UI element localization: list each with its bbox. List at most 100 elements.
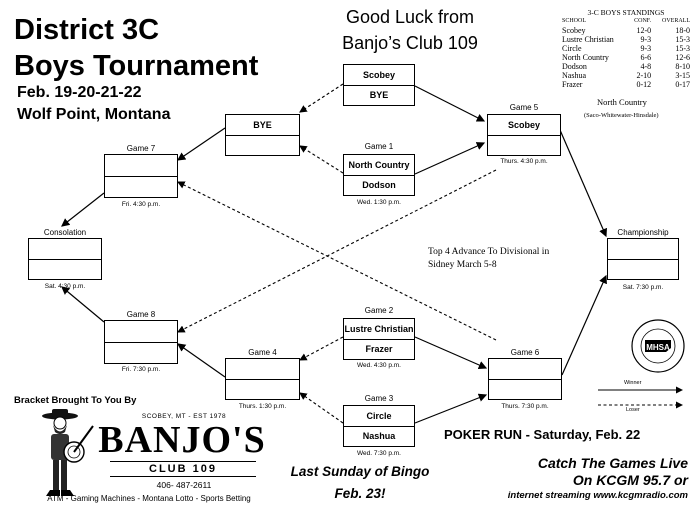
mhsa-logo: MHSA bbox=[630, 318, 686, 374]
game8-time: Fri. 7:30 p.m. bbox=[121, 366, 161, 373]
game4-label: Game 4 bbox=[248, 348, 277, 357]
team-slot bbox=[105, 176, 177, 197]
advance-note: Top 4 Advance To Divisional in Sidney Ma… bbox=[428, 246, 549, 272]
legend-winner: Winner bbox=[624, 380, 642, 386]
good-luck-line1: Good Luck from bbox=[345, 7, 475, 27]
winner-line bbox=[61, 192, 105, 227]
team-slot: Scobey bbox=[488, 115, 560, 136]
radio-line2: On KCGM 95.7 or bbox=[572, 472, 688, 488]
title-line2: Boys Tournament bbox=[14, 50, 259, 82]
team-slot bbox=[488, 135, 560, 155]
standings-title: 3-C BOYS STANDINGS bbox=[587, 8, 665, 17]
winner-line bbox=[61, 286, 105, 323]
game2-box: Lustre Christian Frazer bbox=[343, 318, 415, 360]
winner-line bbox=[561, 274, 607, 376]
team-slot: Frazer bbox=[365, 344, 393, 354]
tournament-location: Wolf Point, Montana bbox=[17, 106, 171, 123]
game6-box bbox=[488, 358, 562, 400]
game7-time: Fri. 4:30 p.m. bbox=[121, 201, 161, 208]
advance-note-line1: Top 4 Advance To Divisional in bbox=[428, 247, 550, 257]
standings-footnote-sub: (Saco-Whitewater-Hinsdale) bbox=[584, 112, 659, 119]
legend-loser: Loser bbox=[626, 407, 640, 413]
advance-note-line2: Sidney March 5-8 bbox=[428, 260, 497, 270]
team-slot bbox=[608, 239, 678, 260]
game6-time: Thurs. 7:30 p.m. bbox=[501, 403, 549, 410]
game4-time: Thurs. 1:30 p.m. bbox=[238, 403, 287, 410]
standings-col-overall: OVERALL bbox=[662, 18, 690, 24]
team-slot bbox=[608, 259, 678, 279]
game1-time: Wed. 1:30 p.m. bbox=[357, 199, 401, 206]
team-slot: BYE bbox=[226, 115, 299, 136]
consolation-label: Consolation bbox=[43, 228, 87, 237]
bracket-slot-scobey-bye: Scobey BYE bbox=[343, 64, 415, 106]
standings-col-conf: CONF. bbox=[634, 18, 652, 24]
game3-label: Game 3 bbox=[364, 394, 394, 403]
bingo-line2: Feb. 23! bbox=[334, 486, 386, 501]
tournament-dates: Feb. 19-20-21-22 bbox=[17, 84, 142, 101]
loser-line bbox=[299, 336, 344, 361]
standings-col-school: SCHOOL bbox=[562, 18, 587, 24]
sponsor-name: BANJO'S bbox=[98, 419, 266, 461]
team-slot bbox=[489, 359, 561, 380]
game7-box bbox=[104, 154, 178, 198]
championship-time: Sat. 7:30 p.m. bbox=[622, 284, 664, 291]
game3-time: Wed. 7:30 p.m. bbox=[357, 450, 401, 457]
loser-line bbox=[299, 83, 344, 113]
team-slot bbox=[489, 379, 561, 399]
winner-line bbox=[414, 336, 488, 369]
bingo-line1: Last Sunday of Bingo bbox=[290, 464, 430, 479]
team-slot: Nashua bbox=[362, 431, 396, 441]
championship-label: Championship bbox=[617, 228, 669, 237]
radio-line1: Catch The Games Live bbox=[537, 455, 688, 471]
winner-line bbox=[414, 142, 486, 175]
team-slot bbox=[226, 379, 299, 399]
banjo-player-icon bbox=[42, 409, 94, 496]
team-slot bbox=[105, 342, 177, 363]
team-slot bbox=[29, 259, 101, 279]
team-slot: Circle bbox=[344, 406, 414, 427]
sponsor-services: ATM - Gaming Machines - Montana Lotto - … bbox=[47, 494, 251, 503]
game4-box bbox=[225, 358, 300, 400]
winner-line bbox=[414, 393, 488, 424]
team-slot: Scobey bbox=[344, 65, 414, 86]
team-slot: BYE bbox=[369, 90, 389, 100]
mhsa-letters: MHSA bbox=[646, 343, 670, 352]
game2-time: Wed. 4:30 p.m. bbox=[357, 362, 401, 369]
sponsor-sub: CLUB 109 bbox=[110, 461, 256, 477]
game7-label: Game 7 bbox=[126, 144, 156, 153]
banjo-player-mascot bbox=[38, 408, 98, 503]
poker-run: POKER RUN - Saturday, Feb. 22 bbox=[444, 427, 641, 442]
team-slot: North Country bbox=[344, 155, 414, 176]
game8-box bbox=[104, 320, 178, 364]
game1-label: Game 1 bbox=[364, 142, 394, 151]
game5-label: Game 5 bbox=[509, 103, 539, 112]
title-line1: District 3C bbox=[14, 14, 160, 46]
good-luck-line2: Banjo’s Club 109 bbox=[342, 33, 478, 53]
team-slot: Lustre Christian bbox=[344, 319, 414, 340]
game1-box: North Country Dodson bbox=[343, 154, 415, 196]
team-slot bbox=[105, 155, 177, 177]
mhsa-seal-icon: MHSA bbox=[631, 319, 685, 373]
team-slot bbox=[105, 321, 177, 343]
winner-line bbox=[177, 343, 226, 378]
team-slot bbox=[29, 239, 101, 260]
bracket-slot-bye: BYE bbox=[225, 114, 300, 156]
sponsor-tagline: SCOBEY, MT - EST 1978 bbox=[141, 413, 227, 420]
game6-label: Game 6 bbox=[510, 348, 540, 357]
game2-label: Game 2 bbox=[364, 306, 394, 315]
team-slot bbox=[226, 135, 299, 155]
game8-label: Game 8 bbox=[126, 310, 156, 319]
sponsor-phone: 406- 487-2611 bbox=[156, 480, 212, 490]
team-slot: Dodson bbox=[362, 180, 396, 190]
loser-line bbox=[299, 392, 344, 424]
winner-line bbox=[414, 85, 486, 122]
game5-box: Scobey bbox=[487, 114, 561, 156]
game5-time: Thurs. 4:30 p.m. bbox=[500, 158, 548, 165]
